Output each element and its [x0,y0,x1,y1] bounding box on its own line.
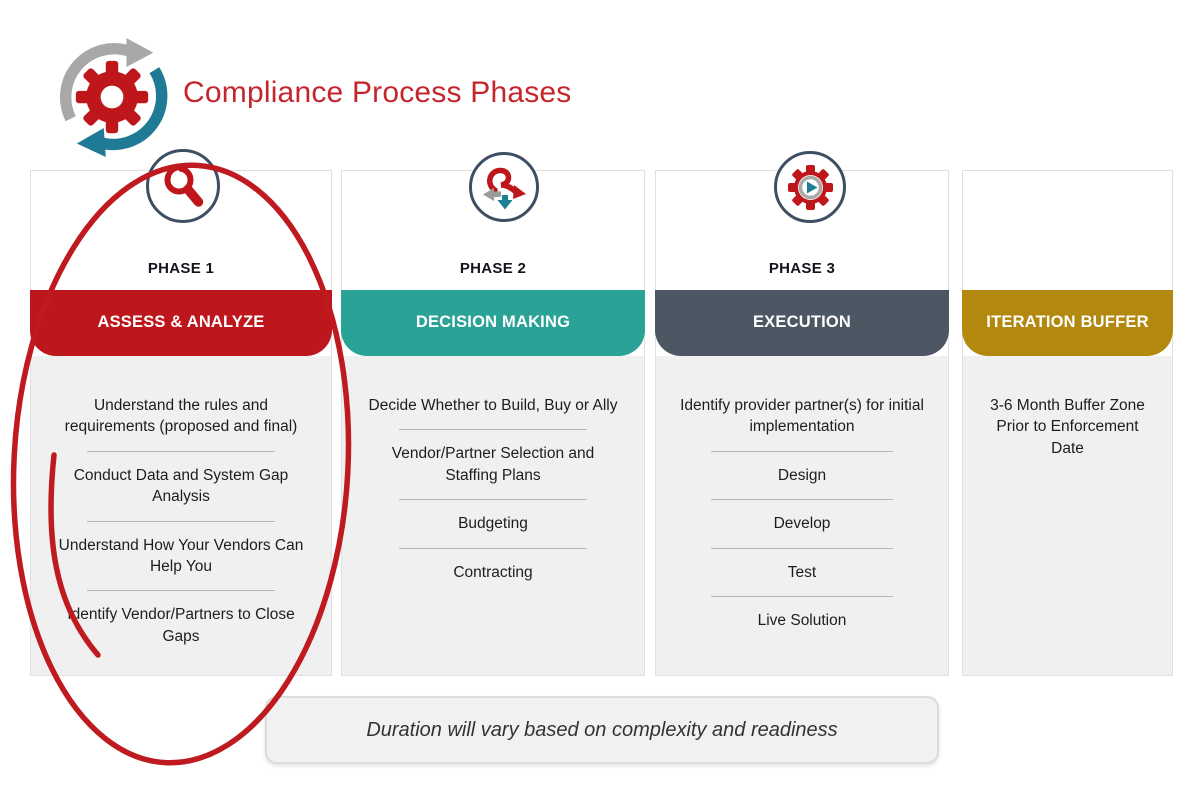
page-title: Compliance Process Phases [183,76,572,109]
phase-2-label: PHASE 2 [459,260,527,277]
phase-column-2: PHASE 2 DECISION MAKING Decide Whether t… [341,170,645,676]
phase-2-items: Decide Whether to Build, Buy or Ally Ven… [342,356,644,675]
gear-play-icon [787,164,833,210]
phase-3-label: PHASE 3 [768,260,836,277]
duration-note: Duration will vary based on complexity a… [265,696,939,764]
phase-column-1: PHASE 1 ASSESS & ANALYZE Understand the … [30,170,332,676]
item-separator [87,520,275,522]
list-item: Test [787,563,817,581]
list-item: Conduct Data and System Gap Analysis [73,466,289,506]
list-item: 3-6 Month Buffer Zone Prior to Enforceme… [990,397,1145,457]
magnifier-icon [164,165,204,207]
iteration-buffer-column: ITERATION BUFFER 3-6 Month Buffer Zone P… [962,170,1173,676]
list-item: Identify provider partner(s) for initial… [680,397,924,436]
list-item: Understand How Your Vendors Can Help You [58,536,304,575]
phase-1-node [146,149,220,223]
list-item: Understand the rules and requirements (p… [64,397,298,436]
phase-2-node [469,152,539,222]
gear-icon [75,60,149,134]
duration-note-text: Duration will vary based on complexity a… [366,718,838,741]
item-separator [710,547,894,549]
item-separator [398,429,588,431]
list-item: Contracting [453,563,533,581]
item-separator [87,590,275,592]
phase-3-header: EXECUTION [655,290,949,356]
list-item: Design [777,466,827,484]
phase-1-items: Understand the rules and requirements (p… [31,356,331,675]
phase-column-3: PHASE 3 EXECUTION Identify provider part… [655,170,949,676]
list-item: Identify Vendor/Partners to Close Gaps [67,606,295,645]
decision-arrows-icon [483,167,526,210]
phase-2-header: DECISION MAKING [341,290,645,356]
item-separator [398,499,588,501]
iteration-buffer-items: 3-6 Month Buffer Zone Prior to Enforceme… [963,356,1172,675]
list-item: Develop [773,515,831,533]
item-separator [87,450,275,452]
iteration-buffer-header: ITERATION BUFFER [962,290,1173,356]
phase-3-node [774,151,846,223]
item-separator [398,547,588,549]
list-item: Budgeting [458,515,528,533]
phase-1-label: PHASE 1 [147,260,215,277]
item-separator [710,595,894,597]
list-item: Decide Whether to Build, Buy or Ally [368,397,618,414]
gear-sync-icon [60,38,168,157]
list-item: Vendor/Partner Selection and Staffing Pl… [391,445,595,484]
phase-1-header: ASSESS & ANALYZE [30,290,332,356]
phase-3-items: Identify provider partner(s) for initial… [656,356,948,675]
list-item: Live Solution [757,611,847,629]
item-separator [710,450,894,452]
item-separator [710,499,894,501]
